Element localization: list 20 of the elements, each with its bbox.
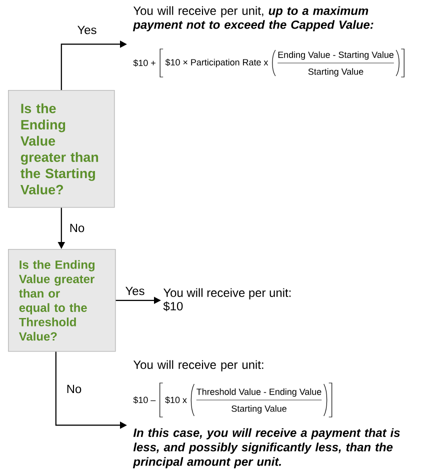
edge-label: No: [67, 384, 82, 394]
node-label: $10 x: [165, 396, 187, 404]
formula: $10 – $10 x Threshold Value - Ending Value Starting Value: [133, 382, 332, 418]
outcome-text: You will receive per unit:: [133, 360, 264, 372]
node-label: Ending Value - Starting Value: [278, 51, 394, 60]
decision-box: Is the Ending Value greater than or equal to the Threshold Value?: [8, 249, 116, 352]
node-label: Starting Value: [308, 68, 364, 77]
edge-label: Yes: [126, 286, 144, 296]
node-label: $10 –: [133, 396, 156, 404]
edge-label: Yes: [78, 26, 96, 34]
node-label: Starting Value: [232, 405, 286, 414]
node-label: $10 × Participation Rate x: [165, 58, 268, 68]
note-text: In this case, you will receive a payment that is less, and possibly significantly less, than the principal amount per unit.: [132, 428, 400, 468]
outcome-text: You will receive per unit, up to a maximum payment not to exceed the Capped Value:: [132, 6, 374, 32]
edge-label: No: [70, 224, 84, 232]
outcome-text: You will receive per unit: $10: [163, 288, 291, 312]
node-label: Threshold Value - Ending Value: [196, 388, 322, 397]
formula: $10 + $10 × Participation Rate x Ending Value - Starting Value Starting Value: [133, 48, 404, 78]
node-label: $10 +: [133, 59, 156, 67]
decision-box: Is the Ending Value greater than the Starting Value?: [8, 90, 115, 208]
